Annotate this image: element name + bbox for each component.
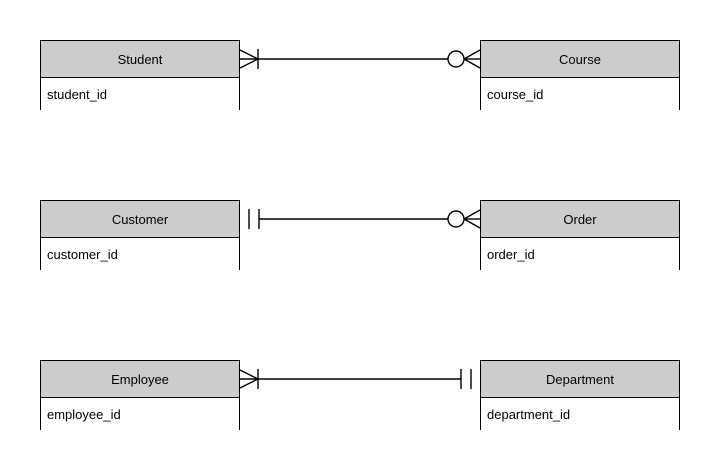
cardinality-left-one-or-many <box>239 49 259 69</box>
cardinality-left-one-or-many <box>239 369 259 389</box>
relationship-connector-student-course <box>239 49 481 69</box>
cardinality-right-zero-or-many <box>447 49 481 69</box>
entity-name: Customer <box>41 201 239 238</box>
entity-attribute: course_id <box>481 78 679 110</box>
entity-attribute: student_id <box>41 78 239 110</box>
cardinality-right-zero-or-many <box>447 209 481 229</box>
entity-name: Employee <box>41 361 239 398</box>
entity-name: Student <box>41 41 239 78</box>
entity-name: Department <box>481 361 679 398</box>
entity-name: Course <box>481 41 679 78</box>
relationship-connector-employee-department <box>239 369 472 389</box>
cardinality-right-exactly-one <box>460 369 472 389</box>
entity-attribute: customer_id <box>41 238 239 270</box>
cardinality-left-exactly-one <box>248 209 260 229</box>
relationship-connector-customer-order <box>248 209 481 229</box>
entity-attribute: employee_id <box>41 398 239 430</box>
entity-attribute: department_id <box>481 398 679 430</box>
entity-name: Order <box>481 201 679 238</box>
entity-attribute: order_id <box>481 238 679 270</box>
